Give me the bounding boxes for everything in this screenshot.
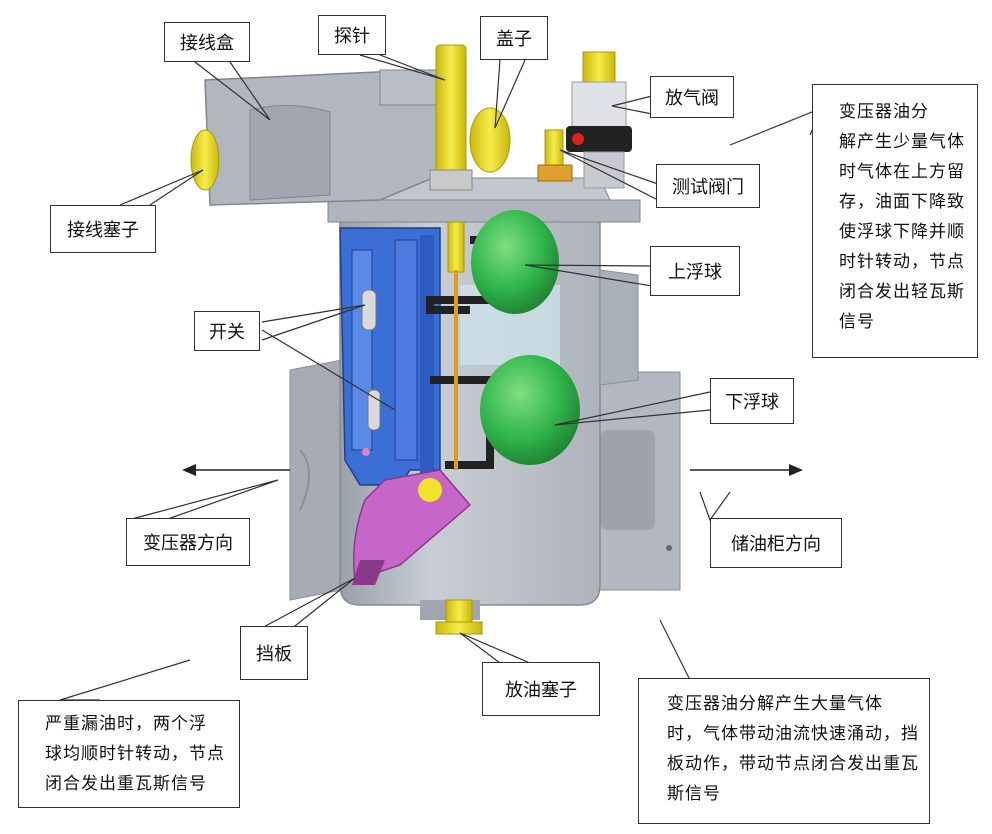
note-heavy-gas-line: 变压器油分解产生大量气体 — [667, 694, 883, 714]
drain-plug — [435, 599, 483, 635]
label-switch: 开关 — [194, 311, 260, 351]
note-light-gas: 变压器油分 解产生少量气体 时气体在上方留 存，油面下降致 使浮球下降并顺 时针… — [812, 84, 978, 358]
label-probe: 探针 — [318, 15, 386, 55]
label-drain-plug: 放油塞子 — [482, 662, 600, 716]
note-light-gas-line: 解产生少量气体 — [839, 132, 965, 152]
note-heavy-gas-line: 斯信号 — [667, 784, 721, 804]
label-junction-plug: 接线塞子 — [50, 205, 156, 253]
note-light-gas-line: 闭合发出轻瓦斯 — [839, 282, 965, 302]
cap — [469, 107, 511, 173]
switch-assembly — [339, 227, 441, 486]
junction-plug — [190, 129, 220, 191]
note-light-gas-line: 时气体在上方留 — [839, 162, 965, 182]
note-oil-leak: 严重漏油时，两个浮 球均顺时针转动，节点 闭合发出重瓦斯信号 — [18, 700, 240, 808]
note-light-gas-line: 变压器油分 — [839, 102, 929, 122]
transformer-direction-arrow — [182, 464, 290, 476]
conservator-direction-arrow — [690, 464, 803, 476]
note-heavy-gas-line: 板动作，带动节点闭合发出重瓦 — [667, 754, 919, 774]
note-light-gas-line: 使浮球下降并顺 — [839, 222, 965, 242]
baffle — [352, 469, 472, 585]
vent-valve — [566, 51, 632, 189]
note-light-gas-line: 时针转动，节点 — [839, 252, 965, 272]
note-light-gas-line: 信号 — [839, 312, 875, 332]
label-cap: 盖子 — [480, 16, 548, 60]
junction-box — [204, 69, 461, 206]
note-heavy-gas: 变压器油分解产生大量气体 时，气体带动油流快速涌动，挡 板动作，带动节点闭合发出… — [638, 678, 930, 824]
note-oil-leak-line: 严重漏油时，两个浮 — [45, 714, 207, 734]
note-heavy-gas-line: 时，气体带动油流快速涌动，挡 — [667, 724, 919, 744]
left-flange — [289, 359, 343, 601]
right-flange — [595, 371, 681, 591]
test-valve — [537, 129, 573, 182]
note-light-gas-line: 存，油面下降致 — [839, 192, 965, 212]
label-vent-valve: 放气阀 — [650, 76, 734, 118]
label-transformer-direction: 变压器方向 — [126, 518, 250, 566]
label-junction-box: 接线盒 — [164, 22, 250, 62]
note-oil-leak-line: 闭合发出重瓦斯信号 — [45, 774, 207, 794]
probe — [429, 44, 473, 191]
label-upper-float: 上浮球 — [650, 246, 740, 296]
label-lower-float: 下浮球 — [710, 378, 794, 424]
upper-float — [471, 210, 559, 314]
label-baffle: 挡板 — [240, 626, 308, 680]
note-oil-leak-line: 球均顺时针转动，节点 — [45, 744, 225, 764]
label-conservator-direction: 储油柜方向 — [710, 518, 842, 568]
lower-float — [480, 355, 580, 465]
label-test-valve: 测试阀门 — [656, 164, 760, 208]
